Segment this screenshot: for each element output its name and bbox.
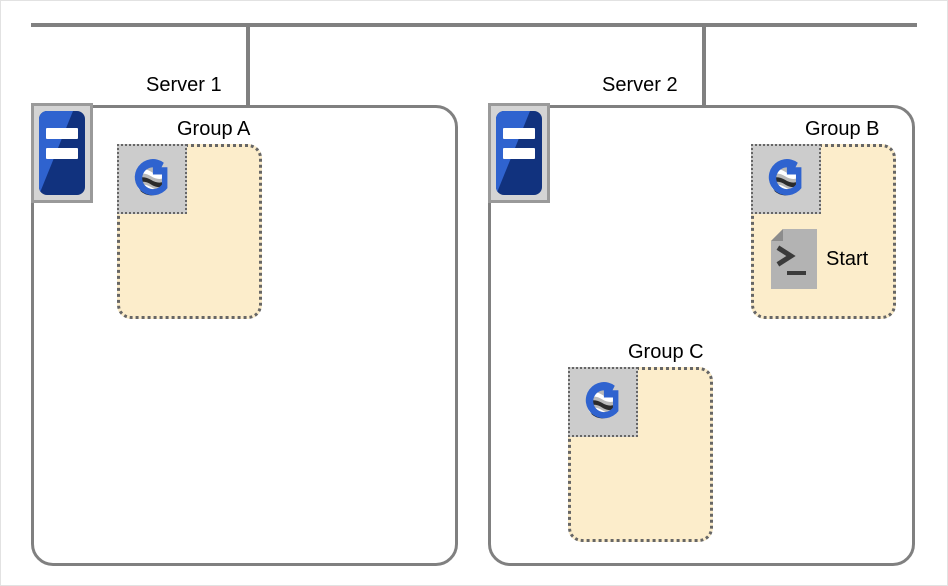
- server-icon-bar: [503, 128, 535, 139]
- server-1-label: Server 1: [146, 74, 222, 96]
- server-icon: [488, 103, 550, 203]
- gazebo-logo-svg: [768, 159, 802, 196]
- server-icon-bar: [46, 128, 78, 139]
- server-icon-body: [496, 111, 542, 195]
- network-bus-line: [31, 23, 917, 27]
- gazebo-logo-icon[interactable]: [751, 144, 821, 214]
- server-icon-bar: [503, 148, 535, 159]
- gazebo-logo-svg: [585, 382, 619, 419]
- server-icon-bar: [46, 148, 78, 159]
- group-b-label: Group B: [805, 118, 880, 140]
- server-2-connector-line: [702, 23, 706, 107]
- server-2-label: Server 2: [602, 74, 678, 96]
- script-terminal-icon: [771, 229, 817, 289]
- start-script-label: Start: [826, 248, 869, 270]
- gazebo-logo-icon[interactable]: [117, 144, 187, 214]
- server-1-connector-line: [246, 23, 250, 107]
- start-script-item[interactable]: Start: [771, 229, 868, 289]
- gazebo-logo-icon[interactable]: [568, 367, 638, 437]
- server-icon: [31, 103, 93, 203]
- group-c-label: Group C: [628, 341, 704, 363]
- group-a-label: Group A: [177, 118, 251, 140]
- gazebo-logo-svg: [134, 159, 168, 196]
- server-icon-body: [39, 111, 85, 195]
